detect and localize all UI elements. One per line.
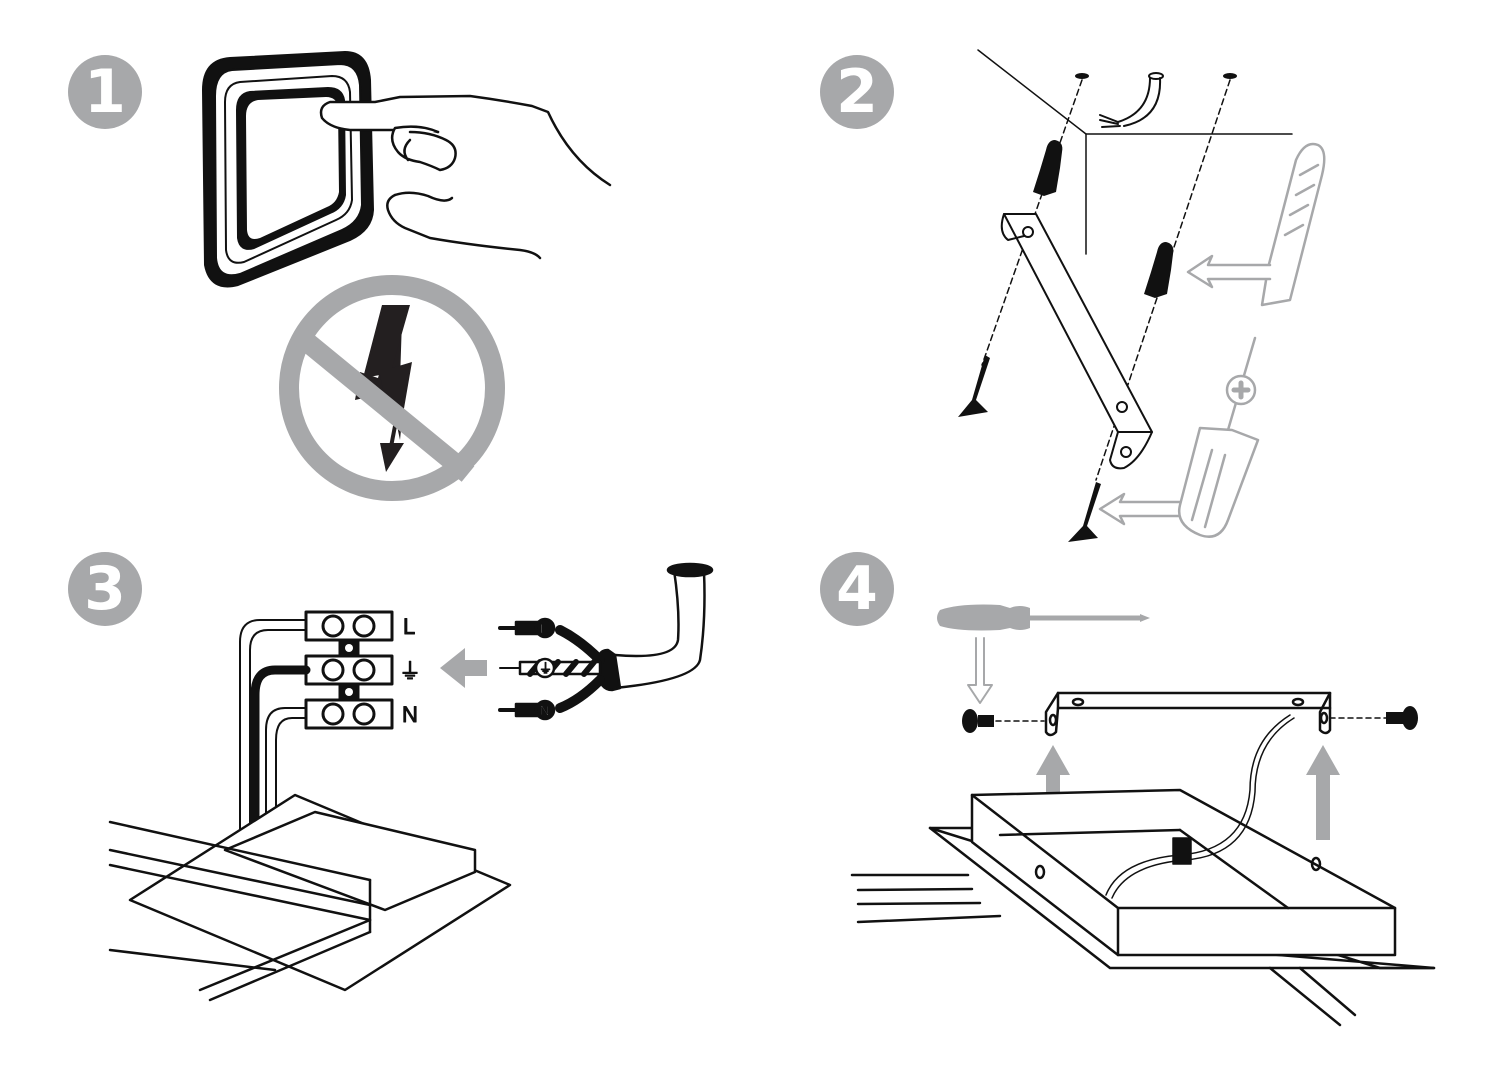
ceiling-cable-icon (1099, 72, 1164, 128)
bracket-icon (1000, 213, 1153, 470)
ceiling-panel (108, 793, 512, 1002)
screw-icon (958, 355, 1101, 542)
wire-label-earth: ⏚ (539, 661, 552, 676)
wall-plug-icon (1033, 140, 1174, 298)
terminal-wires (239, 619, 311, 835)
bracket-icon (1044, 691, 1332, 737)
step-1-illustration (202, 51, 612, 501)
step-2-illustration (958, 49, 1326, 542)
arrow-left-icon (1098, 254, 1272, 526)
arrow-down-icon (967, 637, 993, 704)
step-4-badge: 4 (820, 552, 894, 626)
step-4-illustration (850, 604, 1436, 1027)
screwdriver-icon (1177, 336, 1260, 538)
wire-label-l: L (540, 621, 547, 636)
ceiling-rails (850, 873, 1357, 1027)
step-3-illustration: L ⏚ N L ⏚ (108, 562, 714, 1002)
dashed-guides (981, 79, 1231, 481)
frame-icon (928, 788, 1436, 970)
terminal-block (304, 610, 394, 730)
terminal-label-earth: ⏚ (399, 659, 421, 684)
arrow-left-icon (440, 648, 487, 688)
screw-icon (962, 706, 1418, 733)
frame-wire (1105, 714, 1295, 899)
terminal-label-l: L (403, 614, 415, 639)
wire-label-n: N (540, 703, 549, 718)
step-2-badge: 2 (820, 55, 894, 129)
ceiling-holes (1075, 73, 1237, 79)
screwdriver-icon (937, 604, 1150, 631)
dashed-guides (995, 717, 1387, 722)
terminal-label-n: N (402, 702, 418, 727)
step-1-badge: 1 (68, 55, 142, 129)
hand-icon (319, 94, 612, 260)
drill-bit-icon (1260, 142, 1326, 307)
no-electricity-icon (279, 275, 505, 501)
step-3-badge: 3 (68, 552, 142, 626)
light-switch-icon (202, 51, 374, 288)
cable-icon (498, 562, 714, 721)
